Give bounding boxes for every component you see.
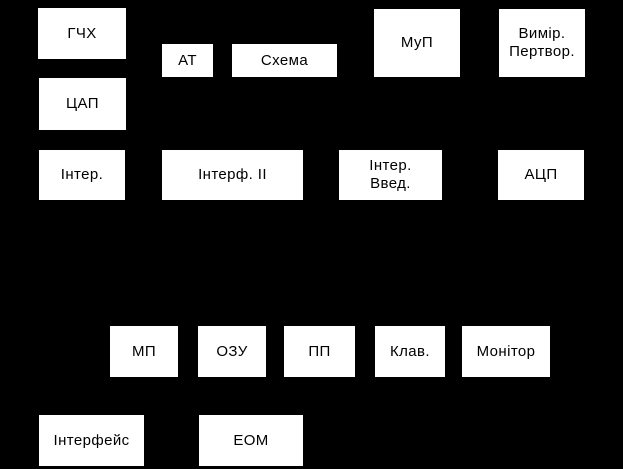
diagram-block-label: Пертвор. [509,43,575,60]
diagram-block-ozu: ОЗУ [198,326,266,377]
diagram-block-label: ЦАП [66,95,99,112]
diagram-block-label: ПП [308,342,331,360]
diagram-block-label: ОЗУ [216,342,248,360]
diagram-block-mup: МуП [374,9,460,77]
diagram-block-inter-vved: Інтер.Введ. [339,150,442,200]
diagram-block-skhema: Схема [232,44,337,77]
diagram-block-label: АЦП [524,166,558,183]
diagram-block-label: Клав. [390,342,430,360]
diagram-block-inter: Інтер. [39,150,125,200]
diagram-block-label: Інтер. [369,157,412,174]
diagram-block-interfeis: Інтерфейс [39,415,144,466]
diagram-block-pp: ПП [284,326,355,377]
diagram-block-tsap: ЦАП [39,78,126,130]
diagram-block-label: МуП [400,34,434,51]
diagram-block-gchx: ГЧХ [38,8,126,59]
diagram-block-label: ЕОМ [233,431,269,449]
diagram-block-label: Інтерфейс [53,431,130,449]
diagram-block-label: Інтерф. ІІ [198,166,267,183]
diagram-block-at: АТ [162,44,213,77]
diagram-block-label: ГЧХ [67,24,97,42]
diagram-block-mp: МП [110,326,178,377]
diagram-block-atsp: АЦП [498,150,584,200]
diagram-block-label: Схема [260,51,309,69]
diagram-block-label: Введ. [370,175,411,192]
diagram-block-interf-ii: Інтерф. ІІ [162,150,303,200]
diagram-block-label: Інтер. [60,166,104,183]
diagram-block-monitor: Монітор [462,326,550,377]
diagram-block-vymir-pertvor: Вимір.Пертвор. [499,9,585,77]
diagram-block-label: МП [131,342,157,360]
diagram-block-label: АТ [178,51,197,69]
diagram-block-label: Вимір. [518,25,566,42]
diagram-block-eom: ЕОМ [199,415,303,466]
diagram-block-label: Монітор [476,342,536,360]
diagram-block-klav: Клав. [375,326,445,377]
